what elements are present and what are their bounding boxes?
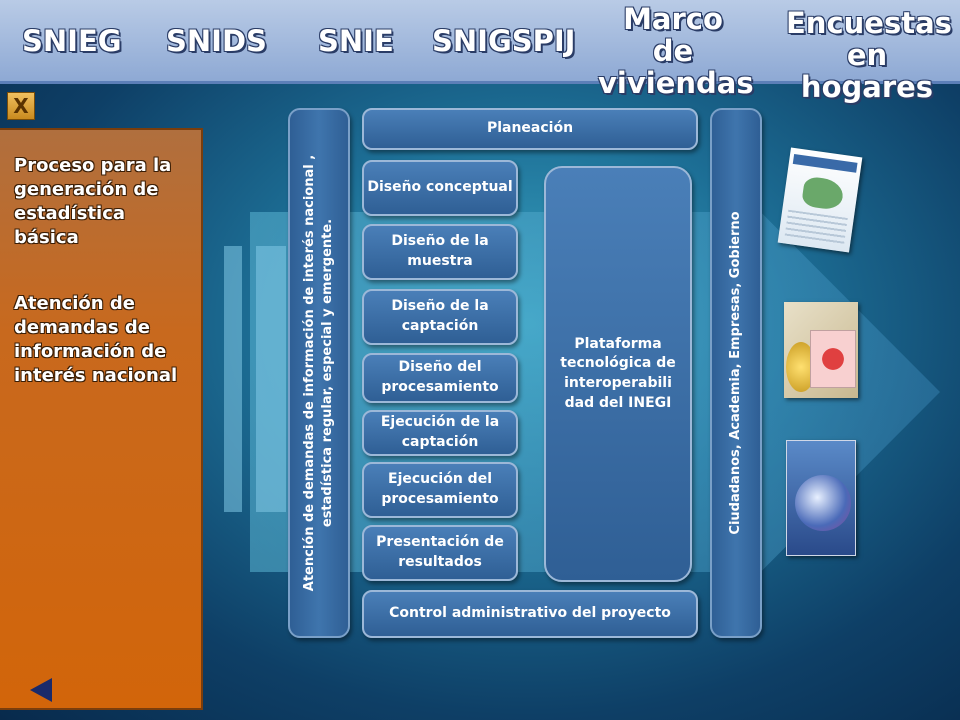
globe-image	[795, 475, 851, 531]
map-image	[801, 175, 845, 211]
close-icon[interactable]: X	[7, 92, 35, 120]
nav-item-snieg[interactable]: SNIEG	[22, 24, 122, 58]
box-ejecucion-captacion: Ejecución de la captación	[362, 410, 518, 456]
back-arrow-icon[interactable]	[30, 678, 52, 702]
nav-item-encuestas-en-hogares[interactable]: Encuestas en hogares	[786, 6, 952, 104]
nav-item-snie[interactable]: SNIE	[318, 24, 394, 58]
nav-item-snigspij[interactable]: SNIGSPIJ	[432, 24, 576, 58]
nav-item-snids[interactable]: SNIDS	[166, 24, 267, 58]
top-navigation-bar: SNIEG SNIDS SNIE SNIGSPIJ Marco de vivie…	[0, 0, 960, 103]
box-plataforma-tecnologica: Plataforma tecnológica de interoperabili…	[544, 166, 692, 582]
pillar-atencion-demandas: Atención de demandas de información de i…	[288, 108, 350, 638]
box-diseno-muestra: Diseño de la muestra	[362, 224, 518, 280]
panel-heading-proceso: Proceso para la generación de estadístic…	[14, 155, 172, 248]
panel-heading-atencion: Atención de demandas de información de i…	[14, 293, 178, 386]
box-diseno-conceptual: Diseño conceptual	[362, 160, 518, 216]
pillar-usuarios: Ciudadanos, Academia, Empresas, Gobierno	[710, 108, 762, 638]
box-diseno-captacion: Diseño de la captación	[362, 289, 518, 345]
nav-item-marco-de-viviendas[interactable]: Marco de viviendas	[598, 2, 754, 100]
publication-thumbnail-maps	[784, 302, 858, 398]
box-planeacion: Planeación	[362, 108, 698, 150]
box-ejecucion-procesamiento: Ejecución del procesamiento	[362, 462, 518, 518]
box-presentacion-resultados: Presentación de resultados	[362, 525, 518, 581]
pillar-left-label: Atención de demandas de información de i…	[301, 154, 335, 592]
publication-thumbnail-website	[777, 147, 863, 253]
pillar-right-label: Ciudadanos, Academia, Empresas, Gobierno	[727, 211, 743, 535]
box-diseno-procesamiento: Diseño del procesamiento	[362, 353, 518, 403]
left-info-panel: Proceso para la generación de estadístic…	[0, 128, 203, 710]
thumbnail-header-band	[792, 153, 858, 173]
background-bar	[256, 246, 286, 512]
text-lines	[784, 209, 848, 246]
publication-thumbnail-census	[786, 440, 856, 556]
city-map-image	[810, 330, 856, 388]
box-control-administrativo: Control administrativo del proyecto	[362, 590, 698, 638]
background-bar	[224, 246, 242, 512]
plataforma-label: Plataforma tecnológica de interoperabili…	[560, 335, 676, 411]
